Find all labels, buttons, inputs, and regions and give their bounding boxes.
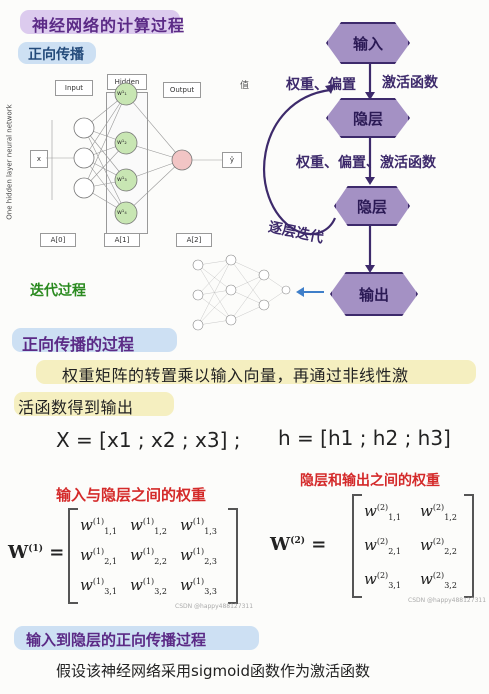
w1-cell: w(1)2,2: [130, 546, 167, 566]
hidden-node-3: w¹₃: [117, 176, 127, 183]
section-title-highlight: [12, 328, 177, 352]
vector-x: X = [x1 ; x2 ; x3] ;: [56, 428, 241, 452]
bottom-title: 输入到隐层的正向传播过程: [26, 631, 207, 649]
bottom-text: 假设该神经网络采用sigmoid函数作为激活函数: [56, 662, 370, 680]
w2-cell: w(2)2,1: [364, 536, 401, 556]
output-label-box: Output: [163, 82, 201, 98]
forward-tag-highlight: [18, 42, 96, 64]
flow-node-hidden-1: 隐层: [326, 98, 410, 138]
watermark-1: CSDN @happy488127311: [175, 603, 254, 610]
a1-label: A[1]: [104, 233, 140, 247]
hidden-node-2: w¹₂: [117, 139, 127, 146]
flow-label-weights-1: 权重、偏置: [286, 77, 356, 93]
flow-label-2: 权重、偏置、激活函数: [296, 155, 436, 171]
flow-label-activation-1: 激活函数: [382, 75, 438, 91]
input-label-box: Input: [55, 80, 93, 96]
arrow-left-icon: [296, 287, 324, 297]
w1-cell: w(1)3,2: [130, 576, 167, 596]
desc-highlight-2: [14, 392, 174, 416]
x-input-node: x: [30, 150, 48, 168]
w1-symbol: W(1) =: [8, 542, 64, 563]
w1-sup: (1): [28, 544, 43, 554]
w2-sup: (2): [290, 536, 305, 546]
nn-connections: [46, 82, 222, 225]
w1-cell: w(1)1,1: [80, 516, 117, 536]
w1-letter: W: [8, 542, 29, 563]
value-label: 值: [240, 81, 250, 91]
w1-cell: w(1)2,1: [80, 546, 117, 566]
page-title: 神经网络的计算过程: [32, 16, 186, 35]
w1-cell: w(1)3,1: [80, 576, 117, 596]
section-title: 正向传播的过程: [22, 335, 135, 354]
w1-cell: w(1)2,3: [180, 546, 217, 566]
w2-equals: =: [311, 534, 327, 555]
iteration-label: 迭代过程: [30, 283, 86, 299]
w1-cell: w(1)1,2: [130, 516, 167, 536]
heading-w1: 输入与隐层之间的权重: [56, 486, 207, 504]
bottom-title-highlight: [14, 626, 259, 650]
heading-w2: 隐层和输出之间的权重: [300, 473, 440, 489]
w2-cell: w(2)1,2: [420, 502, 457, 522]
vertical-network-label: One hidden layer neural network: [5, 104, 14, 220]
description-line-2: 活函数得到输出: [18, 398, 134, 417]
w1-cell: w(1)1,3: [180, 516, 217, 536]
description-line-1: 权重矩阵的转置乘以输入向量，再通过非线性激: [62, 366, 409, 385]
w2-cell: w(2)2,2: [420, 536, 457, 556]
w2-letter: W: [270, 534, 291, 555]
flow-arrows: [263, 62, 375, 273]
nn-diagram: Input Hidden Output 值 x ŷ w¹₁ w¹₂ w¹₃ w¹…: [0, 70, 249, 250]
vector-h: h = [h1 ; h2 ; h3]: [278, 426, 451, 450]
w2-cell: w(2)3,2: [420, 570, 457, 590]
w2-symbol: W(2) =: [270, 534, 326, 555]
w1-equals: =: [49, 542, 65, 563]
w1-left-bracket: [68, 508, 78, 604]
hidden-node-4: w¹₄: [117, 209, 127, 216]
forward-tag: 正向传播: [28, 47, 84, 63]
w2-right-bracket: [464, 494, 474, 598]
flow-node-hidden-2: 隐层: [334, 186, 410, 226]
flow-node-input: 输入: [326, 22, 410, 64]
a2-label: A[2]: [176, 233, 212, 247]
deep-net-thumbnail: [192, 254, 291, 331]
w1-cell: w(1)3,3: [180, 576, 217, 596]
w2-cell: w(2)3,1: [364, 570, 401, 590]
title-highlight: [20, 10, 180, 34]
w1-right-bracket: [228, 508, 238, 604]
w2-cell: w(2)1,1: [364, 502, 401, 522]
hidden-node-1: w¹₁: [117, 90, 127, 97]
y-output-node: ŷ: [222, 152, 242, 168]
w2-left-bracket: [352, 494, 362, 598]
desc-highlight-1: [36, 360, 476, 384]
watermark-2: CSDN @happy488127311: [408, 597, 487, 604]
flow-node-output: 输出: [330, 272, 418, 316]
a0-label: A[0]: [40, 233, 76, 247]
